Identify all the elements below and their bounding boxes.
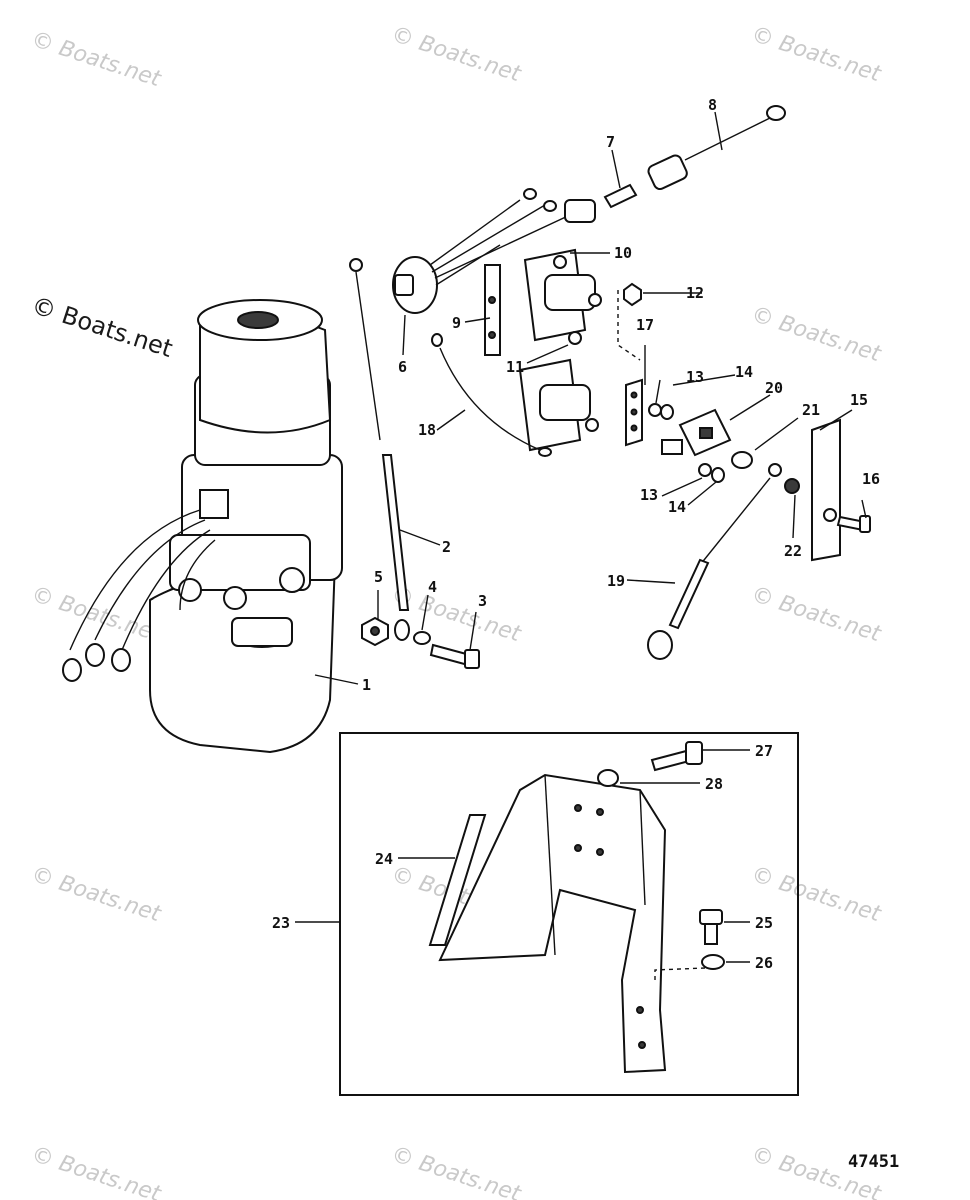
watermark: © Boats.net [388, 1142, 525, 1200]
watermark: © Boats.net [28, 1142, 165, 1200]
callout-14: 14 [668, 498, 686, 516]
callout-18: 18 [418, 421, 436, 439]
screw-16 [836, 515, 871, 533]
callout-22: 22 [784, 542, 802, 560]
washer-4 [413, 631, 431, 645]
watermark: © Boats.net [388, 582, 525, 648]
bracket-9 [484, 264, 501, 356]
callout-24: 24 [375, 850, 393, 868]
figure-number: 47451 [848, 1152, 899, 1172]
watermark: © Boats.net [28, 27, 165, 93]
callout-28: 28 [705, 775, 723, 793]
leader-lines [295, 111, 867, 980]
block-15 [811, 418, 841, 562]
washer-21 [731, 451, 753, 469]
callout-4: 4 [428, 578, 437, 596]
circuit-breaker-20 [661, 408, 732, 457]
plate-17 [625, 378, 643, 447]
callout-27: 27 [755, 742, 773, 760]
nut-22 [784, 478, 800, 494]
callout-25: 25 [755, 914, 773, 932]
callout-2: 2 [442, 538, 451, 556]
callout-12: 12 [686, 284, 704, 302]
callout-7: 7 [606, 133, 615, 151]
watermark: © Boats.net [388, 22, 525, 88]
strip-24 [428, 814, 487, 946]
callout-20: 20 [765, 379, 783, 397]
callout-17: 17 [636, 316, 654, 334]
watermark: © Boats.net [748, 582, 885, 648]
callout-1: 1 [362, 676, 371, 694]
nut-5 [361, 616, 389, 647]
lead-18 [431, 333, 552, 457]
nut-12 [623, 282, 642, 307]
bolt-27 [650, 741, 703, 772]
callout-15: 15 [850, 391, 868, 409]
watermark: © Boats.net [748, 302, 885, 368]
wire-harness-6 [392, 188, 596, 314]
washer-14 [660, 404, 725, 483]
callout-13: 13 [640, 486, 658, 504]
callout-19: 19 [607, 572, 625, 590]
pump-motor-assembly [62, 299, 343, 754]
callout-14: 14 [735, 363, 753, 381]
lead-19 [647, 463, 782, 660]
callout-8: 8 [708, 96, 717, 114]
bolt-3 [429, 643, 480, 669]
cable-2 [349, 258, 410, 641]
callout-26: 26 [755, 954, 773, 972]
bracket-kit-inset [339, 732, 799, 1096]
callout-21: 21 [802, 401, 820, 419]
bolt-25 [699, 909, 723, 945]
callout-23: 23 [272, 914, 290, 932]
callout-6: 6 [398, 358, 407, 376]
watermark: © Boats.net [748, 22, 885, 88]
connector-7 [603, 183, 638, 209]
lead-8 [647, 105, 786, 190]
callout-11: 11 [506, 358, 524, 376]
callout-3: 3 [478, 592, 487, 610]
callout-10: 10 [614, 244, 632, 262]
callout-9: 9 [452, 314, 461, 332]
callout-labels: 1 2 3 4 5 6 7 8 9 10 12 11 13 14 17 18 1… [272, 96, 880, 972]
watermark: © Boats.net [28, 862, 165, 928]
watermark-dark: © Boats.net [28, 291, 176, 363]
callout-16: 16 [862, 470, 880, 488]
washer-26 [701, 954, 725, 970]
washer-28 [597, 769, 619, 787]
solenoid-11 [518, 331, 599, 452]
callout-13: 13 [686, 368, 704, 386]
solenoid-10 [523, 248, 602, 342]
callout-5: 5 [374, 568, 383, 586]
